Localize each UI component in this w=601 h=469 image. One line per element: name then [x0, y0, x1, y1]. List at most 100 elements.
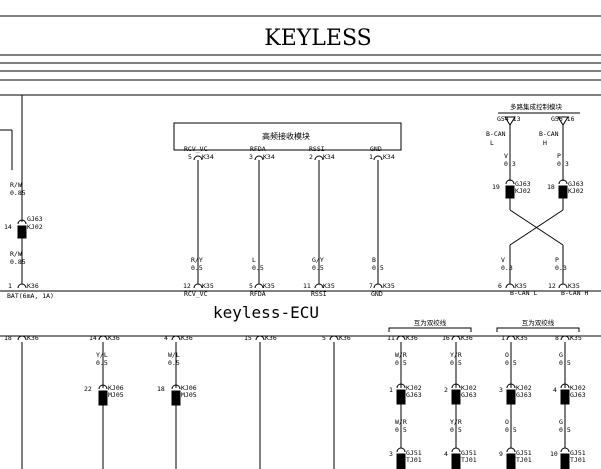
wire-color: R/W — [10, 250, 22, 258]
wire-color: Y/R — [450, 351, 462, 359]
splice-pin: 22 — [84, 385, 92, 393]
wire-gauge: 0.5 — [450, 359, 462, 367]
rf-pin-num: 2 — [309, 153, 313, 161]
splice-pin: 1 — [389, 386, 393, 394]
splice-b: KJ02 — [27, 223, 43, 231]
ecu-pin-conn: K35 — [202, 282, 214, 290]
wire-gauge: 0.3 — [504, 160, 516, 168]
ecu-pin-num: 12 — [183, 282, 191, 290]
ecu-pin-num: 12 — [548, 282, 556, 290]
pin-num: 11 — [387, 334, 395, 342]
splice-b: TJ01 — [570, 456, 586, 464]
wire-gauge: 0.5 — [312, 264, 324, 272]
ecu-pin-label: B-CAN L — [510, 289, 537, 297]
rf-pin-conn: K34 — [323, 153, 335, 161]
wire-color: B — [372, 256, 376, 264]
rf-wire: B 0.5 7 K35 GND — [369, 256, 395, 298]
wire-color: W/R — [395, 351, 407, 359]
left-sig: L — [490, 139, 494, 147]
pin-num: 1 — [501, 334, 505, 342]
ecu-pin-label: RSSI — [311, 290, 327, 298]
rf-module-pin: RCV_VC 5 K34 — [184, 145, 214, 284]
splice-b: TJ01 — [516, 456, 532, 464]
rf-wire: R/Y 0.5 12 K35 RCV_VC — [183, 256, 214, 298]
ecu-pin-num: 1 — [8, 282, 12, 290]
wire-gauge: 0.85 — [10, 258, 26, 266]
rf-pin-label: RSSI — [309, 145, 325, 153]
wire-color: W/L — [168, 351, 180, 359]
wire-gauge: 0.3 — [501, 264, 513, 272]
multiplex-name: 多路集成控制模块 — [510, 102, 563, 111]
wire-color: Y/R — [450, 418, 462, 426]
ecu-pin-label: RCV_VC — [184, 290, 208, 298]
splice-pin: 14 — [4, 223, 12, 231]
splice-pin: 2 — [444, 386, 448, 394]
wire-color: O — [505, 418, 509, 426]
splice-pin: 4 — [444, 450, 448, 458]
rf-pin-conn: K34 — [383, 153, 395, 161]
rf-module-name: 高频接收模块 — [262, 131, 310, 141]
rf-pin-num: 5 — [188, 153, 192, 161]
splice-b: KJ02 — [515, 187, 531, 195]
bottom-pin: 11 K36 — [387, 334, 418, 342]
wire-gauge: 0.5 — [505, 359, 517, 367]
bottom-wire: Y/L 0.5 22 KJ06 MJ05 — [84, 351, 124, 469]
page-title: KEYLESS — [264, 26, 371, 51]
splice-a: GJ63 — [568, 180, 584, 188]
wire-color: O — [505, 351, 509, 359]
bat-wire: R/W 0.85 14 GJ63 KJ02 R/W 0.85 1 K36 BAT… — [4, 95, 54, 300]
splice-a: GJ51 — [570, 449, 586, 457]
ecu-pin-conn: K35 — [515, 282, 527, 290]
wire-gauge: 0.5 — [450, 426, 462, 434]
ecu-pin-label: GND — [371, 290, 383, 298]
splice-a: KJ02 — [406, 384, 422, 392]
splice-a: GJ63 — [515, 180, 531, 188]
rf-pin-conn: K34 — [202, 153, 214, 161]
wire-gauge: 0.3 — [555, 264, 567, 272]
wire-gauge: 0.5 — [505, 426, 517, 434]
bottom-pin: 5 K36 — [322, 334, 351, 469]
rf-wire: L 0.5 5 K35 RFDA — [249, 256, 275, 298]
rf-pin-label: GND — [370, 145, 382, 153]
bottom-pin: 14 K36 — [89, 334, 120, 388]
rf-pin-label: RFDA — [250, 145, 266, 153]
pin-conn: K36 — [181, 334, 193, 342]
splice-pin: 4 — [553, 386, 557, 394]
wire-gauge: 0.5 — [191, 264, 203, 272]
wire-color: L — [252, 256, 256, 264]
pin-num: 16 — [442, 334, 450, 342]
wire-color: P — [555, 256, 559, 264]
splice-b: GJ63 — [406, 391, 422, 399]
ecu-pin-num: 11 — [303, 282, 311, 290]
rf-pin-num: 3 — [249, 153, 253, 161]
splice-b: KJ02 — [568, 187, 584, 195]
splice-pin: 10 — [550, 450, 558, 458]
pin-num: 15 — [244, 334, 252, 342]
wire-color: V — [504, 152, 508, 160]
pin-num: 14 — [89, 334, 97, 342]
splice-b: TJ01 — [461, 456, 477, 464]
ecu-pin-num: 7 — [369, 282, 373, 290]
rf-module: 高频接收模块 — [173, 122, 402, 151]
splice-a: GJ51 — [461, 449, 477, 457]
right-bus: B-CAN — [539, 130, 559, 138]
twisted-wire: W/R 0.5 1 KJ02 GJ63 W/R 0.5 3 GJ51 TJ01 — [389, 342, 422, 469]
bottom-pin: 15 K36 — [244, 334, 277, 469]
bottom-wire: W/L 0.5 18 KJ06 MJ05 — [157, 351, 197, 469]
wire-gauge: 0.5 — [168, 359, 180, 367]
splice-b: MJ05 — [108, 391, 124, 399]
can-left-wire: V 0.3 19 GJ63 KJ02 V 0.3 6 K35 B-CAN L — [492, 125, 564, 297]
pin-num: 18 — [4, 334, 12, 342]
rf-module-pin: RFDA 3 K34 — [249, 145, 275, 284]
header-rules — [0, 15, 601, 96]
wire-gauge: 0.85 — [10, 189, 26, 197]
splice-a: GJ51 — [406, 449, 422, 457]
bottom-pin: 4 K36 — [164, 334, 193, 388]
pin-conn: K36 — [27, 334, 39, 342]
twisted-bracket-left: 互为双绞线 — [388, 318, 472, 332]
splice-a: KJ06 — [181, 384, 197, 392]
left-conn: G54 13 — [497, 115, 521, 123]
ecu-pin-label: RFDA — [250, 290, 266, 298]
right-conn: G56 16 — [551, 115, 575, 123]
